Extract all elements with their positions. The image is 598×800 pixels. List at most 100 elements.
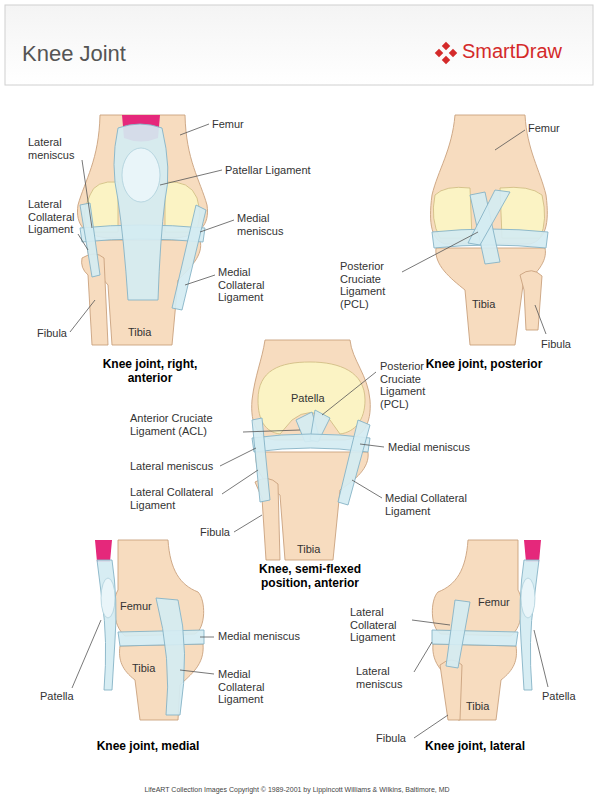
- part-label: Femur: [528, 122, 560, 135]
- part-label: Femur: [212, 118, 244, 131]
- part-label: Lateral meniscus: [28, 136, 88, 161]
- leader-line: [82, 160, 92, 228]
- knee-lateral: [521, 578, 535, 618]
- part-label: Medial meniscus: [388, 441, 470, 454]
- part-label: Posterior Cruciate Ligament (PCL): [380, 360, 440, 411]
- leader-line: [234, 515, 262, 532]
- leader-line: [360, 444, 384, 447]
- knee-medial: [118, 630, 204, 646]
- knee-lateral: [433, 644, 517, 720]
- logo-text: SmartDraw: [462, 40, 562, 63]
- knee-lateral: [432, 630, 518, 646]
- part-label: Posterior Cruciate Ligament (PCL): [340, 260, 398, 311]
- knee-posterior: [431, 115, 548, 345]
- leader-line: [180, 670, 214, 674]
- part-label: Medial Collateral Ligament: [218, 668, 278, 706]
- part-label: Fibula: [376, 732, 406, 745]
- part-label: Femur: [478, 596, 510, 609]
- leader-line: [412, 620, 450, 625]
- copyright-note: LifeART Collection Images Copyright © 19…: [0, 786, 596, 794]
- header-band: [5, 5, 593, 85]
- part-label: Patella: [40, 690, 74, 703]
- leader-line: [352, 480, 382, 498]
- knee-medial: [114, 540, 204, 636]
- leader-line: [200, 637, 214, 638]
- logo-mark: [435, 49, 443, 57]
- knee-semi-flexed: [252, 340, 371, 560]
- leader-line: [402, 232, 478, 272]
- leader-line: [412, 620, 548, 738]
- leader-line: [243, 430, 300, 432]
- header-band: [5, 5, 593, 85]
- knee-medial: [95, 540, 204, 720]
- part-label: Lateral meniscus: [130, 460, 213, 473]
- leader-line: [70, 300, 95, 332]
- logo-mark: [435, 42, 457, 64]
- part-label: Lateral Collateral Ligament: [28, 198, 88, 236]
- knee-posterior: [520, 271, 542, 330]
- leader-line: [180, 124, 209, 135]
- knee-medial: [156, 598, 185, 715]
- part-label: Patella: [542, 690, 576, 703]
- panel-title: Knee joint, right, anterior: [85, 358, 215, 386]
- panel-title: Knee joint, medial: [88, 740, 208, 754]
- leader-line: [160, 170, 222, 185]
- part-label: Lateral Collateral Ligament: [350, 606, 410, 644]
- part-label: Tibia: [466, 700, 489, 713]
- knee-posterior: [431, 115, 548, 244]
- leader-line: [70, 124, 234, 332]
- knee-lateral: [524, 540, 541, 562]
- part-label: Medial meniscus: [218, 630, 300, 643]
- knee-anterior: [122, 148, 160, 202]
- leader-line: [185, 275, 215, 285]
- knee-medial: [120, 644, 204, 720]
- part-label: Medial meniscus: [237, 212, 295, 237]
- leader-line: [78, 234, 88, 250]
- knee-anterior: [114, 124, 168, 300]
- knee-semi-flexed: [338, 420, 370, 505]
- leader-line: [72, 620, 214, 688]
- knee-lateral: [440, 660, 462, 720]
- part-label: Fibula: [37, 327, 67, 340]
- part-label: Tibia: [472, 298, 495, 311]
- leader-line: [220, 448, 256, 466]
- part-label: Fibula: [541, 338, 571, 351]
- leader-line: [495, 130, 525, 150]
- leader-line: [322, 372, 376, 415]
- part-label: Femur: [120, 600, 152, 613]
- knee-lateral: [520, 560, 539, 690]
- part-label: Lateral meniscus: [356, 665, 414, 690]
- part-label: Lateral Collateral Ligament: [130, 486, 230, 511]
- leader-line: [402, 130, 546, 334]
- part-label: Patella: [291, 392, 325, 405]
- knee-semi-flexed: [252, 418, 270, 502]
- leader-line: [535, 305, 546, 334]
- panel-title: Knee, semi-flexed position, anterior: [245, 563, 375, 591]
- knee-lateral: [446, 600, 470, 668]
- knee-lateral: [432, 540, 541, 720]
- leader-line: [534, 630, 548, 687]
- knee-lateral: [432, 540, 522, 636]
- leader-line: [222, 470, 258, 494]
- leader-line: [414, 715, 448, 738]
- logo-mark: [442, 56, 450, 64]
- part-label: Fibula: [200, 526, 230, 539]
- leader-line: [414, 642, 432, 672]
- knee-posterior: [468, 190, 510, 245]
- part-label: Medial Collateral Ligament: [385, 492, 485, 517]
- knee-anterior: [172, 205, 206, 310]
- logo-mark: [442, 42, 450, 50]
- part-label: Medial Collateral Ligament: [218, 266, 276, 304]
- part-label: Anterior Cruciate Ligament (ACL): [130, 412, 242, 437]
- part-label: Patellar Ligament: [225, 164, 311, 177]
- part-label: Tibia: [297, 543, 320, 556]
- logo-mark: [449, 49, 457, 57]
- leader-line: [220, 372, 384, 532]
- page-title: Knee Joint: [22, 41, 126, 66]
- leader-line: [72, 620, 101, 688]
- panel-title: Knee joint, posterior: [424, 358, 544, 372]
- knee-medial: [95, 540, 112, 562]
- part-label: Tibia: [128, 326, 151, 339]
- knee-medial: [101, 578, 115, 618]
